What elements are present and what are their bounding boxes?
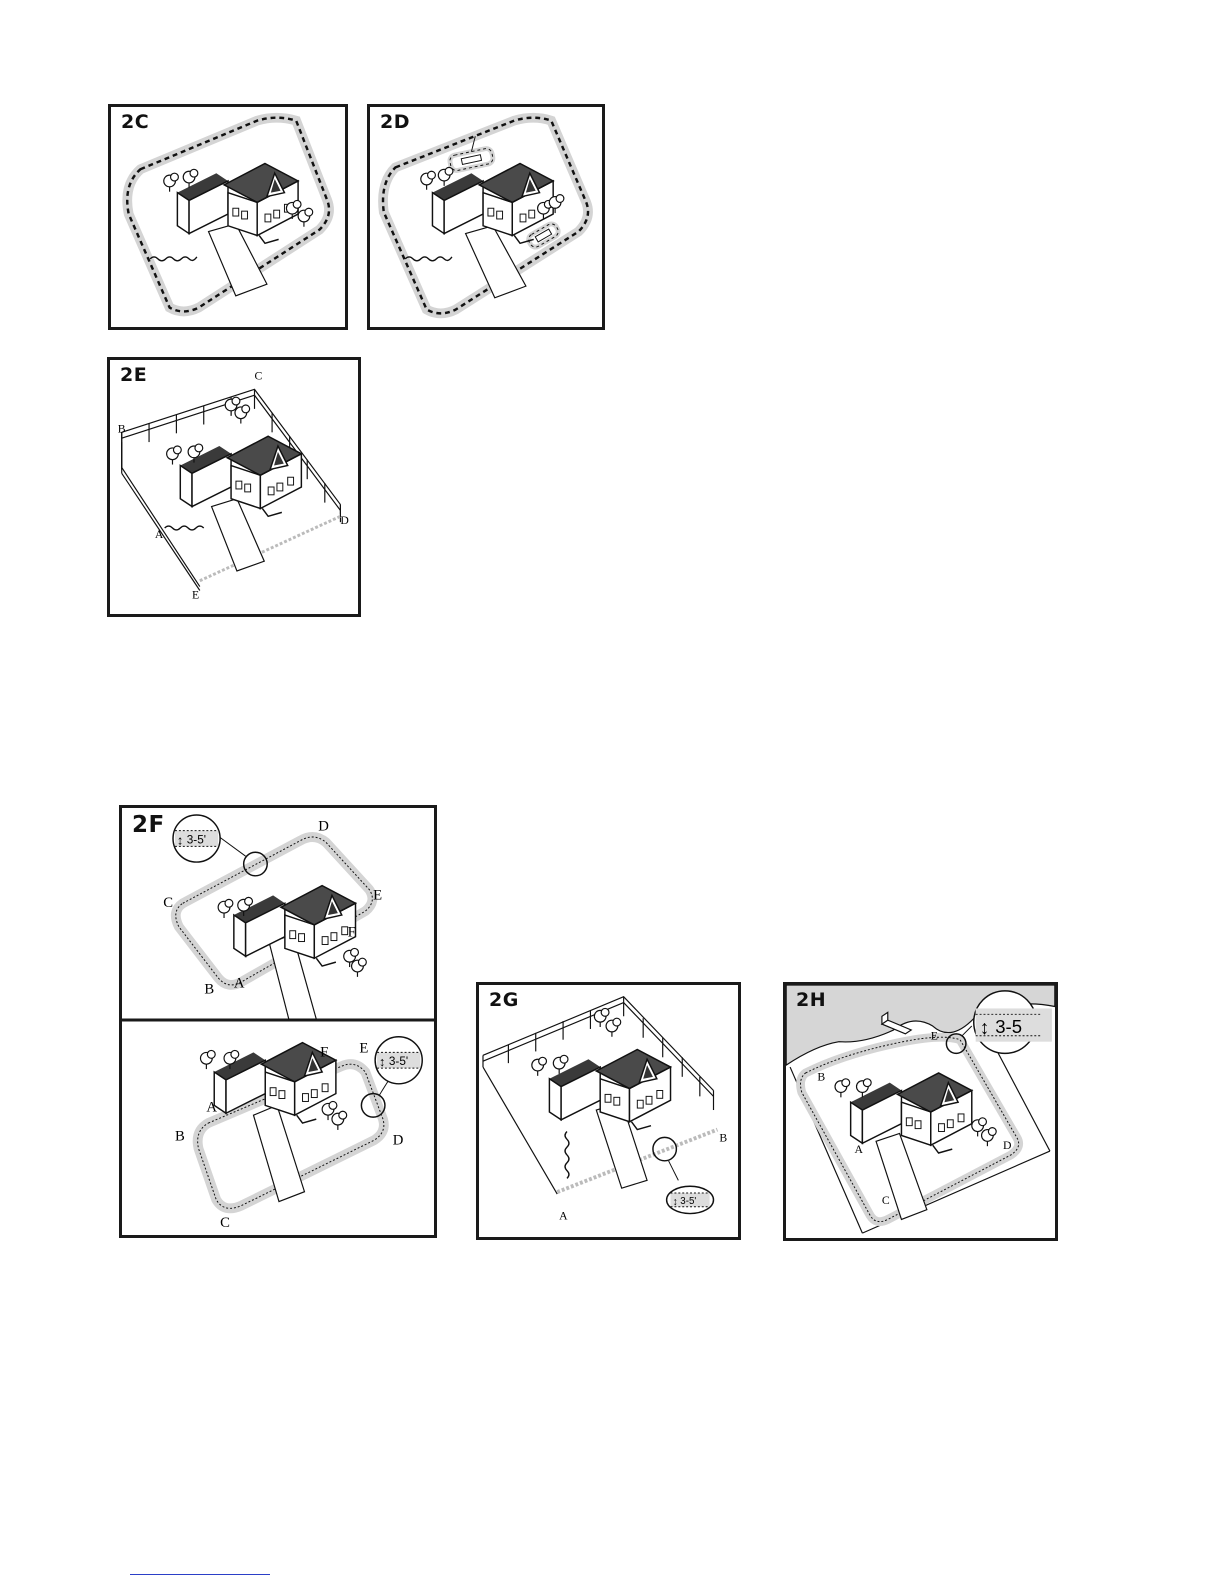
label-c: C <box>882 1194 890 1207</box>
magnifier-circle <box>653 1137 676 1160</box>
label-a: A <box>206 1099 217 1115</box>
svg-text:↕: ↕ <box>980 1017 990 1039</box>
measure-callout-bottom: 3-5' ↕ <box>375 1037 422 1084</box>
panel-title: 2C <box>121 111 149 133</box>
label-a: A <box>855 1143 864 1156</box>
footer-link-underline[interactable] <box>130 1574 270 1575</box>
panel-title: 2F <box>132 812 165 838</box>
label-a: A <box>559 1209 568 1222</box>
label-f: F <box>320 1044 328 1060</box>
panel-2c: 2C <box>108 104 348 330</box>
tree-icon <box>352 958 367 977</box>
tree-icon <box>164 173 179 191</box>
svg-text:↕: ↕ <box>379 1054 385 1069</box>
measure-callout: 3-5' ↕ <box>667 1186 714 1213</box>
measure-callout-top: 3-5' ↕ <box>173 815 220 862</box>
panel-2g: 3-5' ↕ B A 2G <box>476 982 741 1240</box>
driveway <box>253 1105 304 1201</box>
tree-icon <box>982 1128 997 1147</box>
diagram-2g: 3-5' ↕ B A <box>479 985 738 1237</box>
panel-2e: C B A D E 2E <box>107 357 361 617</box>
tree-icon <box>332 1111 347 1130</box>
label-a: A <box>155 528 164 541</box>
tree-icon <box>200 1050 215 1069</box>
twisted-wire <box>165 526 204 530</box>
label-b: B <box>204 982 214 998</box>
label-d: D <box>318 819 329 835</box>
panel-title: 2E <box>120 364 147 386</box>
label-c: C <box>255 370 263 383</box>
tree-icon <box>421 171 436 189</box>
measure-text: 3-5 <box>995 1016 1022 1037</box>
label-d: D <box>1003 1139 1011 1152</box>
tree-icon <box>298 208 313 226</box>
measure-text: 3-5' <box>680 1196 696 1207</box>
tree-icon <box>218 899 233 918</box>
panel-2d: 2D <box>367 104 605 330</box>
driveway <box>212 499 265 571</box>
tree-icon <box>167 446 182 465</box>
diagram-2h: 3-5 ↕ E B A D C <box>786 985 1055 1238</box>
tree-icon <box>606 1018 621 1037</box>
tree-icon <box>532 1057 547 1076</box>
twisted-wire <box>565 1132 569 1179</box>
label-e: E <box>359 1040 368 1056</box>
twisted-wire <box>150 257 197 261</box>
label-c: C <box>220 1215 230 1231</box>
tree-icon <box>835 1079 850 1098</box>
label-f: F <box>348 925 356 941</box>
panel-title: 2G <box>489 989 519 1011</box>
svg-text:↕: ↕ <box>177 832 183 847</box>
measure-text: 3-5' <box>389 1055 408 1068</box>
tree-icon <box>235 405 250 424</box>
measure-text: 3-5' <box>187 833 206 846</box>
driveway <box>466 226 526 298</box>
diagram-2f: 3-5' ↕ D C E F B A 3-5' ↕ <box>122 808 434 1235</box>
label-e: E <box>931 1030 938 1043</box>
label-d: D <box>340 514 348 527</box>
label-b: B <box>118 422 126 435</box>
svg-text:↕: ↕ <box>672 1196 677 1208</box>
tree-icon <box>438 167 453 185</box>
label-b: B <box>175 1129 185 1145</box>
label-d: D <box>393 1133 404 1149</box>
label-a: A <box>234 976 245 992</box>
diagram-2e: C B A D E <box>110 360 358 614</box>
diagram-2c <box>111 107 345 327</box>
panel-title: 2D <box>380 111 410 133</box>
label-b: B <box>817 1071 825 1084</box>
twisted-wire <box>405 257 452 261</box>
label-b: B <box>719 1131 727 1144</box>
label-e: E <box>192 588 199 601</box>
panel-2h: 3-5 ↕ E B A D C 2H <box>783 982 1058 1241</box>
panel-2f: 3-5' ↕ D C E F B A 3-5' ↕ <box>119 805 437 1238</box>
label-c: C <box>163 895 173 911</box>
label-e: E <box>373 887 382 903</box>
panel-title: 2H <box>796 989 826 1011</box>
diagram-2d <box>370 107 602 327</box>
